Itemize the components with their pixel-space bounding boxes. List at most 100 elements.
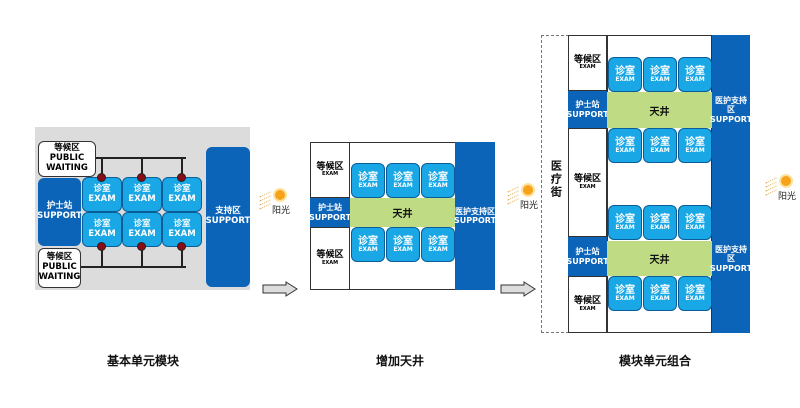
arrow-right-icon [262, 281, 298, 297]
label: 护士站 [575, 247, 600, 257]
label: 支持区 [215, 206, 241, 217]
connector-line [181, 246, 183, 267]
sun-icon [275, 190, 285, 200]
label: 护士站 [575, 100, 600, 110]
label: EXAM [685, 223, 705, 231]
medical-street-label: 医疗街 [545, 160, 565, 199]
caption-add-courtyard: 增加天井 [375, 354, 425, 368]
label: EXAM [88, 228, 116, 239]
label: EXAM [615, 223, 635, 231]
connector-line [141, 158, 143, 178]
label: EXAM [650, 294, 670, 302]
label: 诊室 [615, 284, 635, 296]
label: SUPPORT [308, 212, 352, 222]
label: EXAM [428, 245, 448, 253]
label: 诊室 [358, 171, 378, 183]
label: SUPPORT [709, 263, 753, 273]
label: 阳光 [778, 192, 797, 202]
label: WAITING [38, 271, 81, 282]
label: 天井 [649, 106, 670, 118]
courtyard: 天井 [607, 92, 712, 128]
label: PUBLIC [49, 153, 85, 164]
label: 诊室 [358, 235, 378, 247]
label: 阳光 [520, 201, 539, 211]
label: SUPPORT [566, 256, 609, 266]
connection-node-icon [137, 242, 146, 251]
label: EXAM [650, 223, 670, 231]
caption-basic-module: 基本单元模块 [106, 354, 180, 368]
caption-module-combination: 模块单元组合 [618, 354, 692, 368]
connection-node-icon [177, 242, 186, 251]
label: SUPPORT [205, 216, 251, 226]
label: EXAM [615, 294, 635, 302]
label: 医疗街 [549, 160, 563, 199]
label: 护士站 [318, 203, 342, 213]
label: EXAM [579, 64, 596, 71]
connection-node-icon [97, 173, 106, 182]
label: 诊室 [615, 136, 635, 148]
label: 诊室 [650, 136, 670, 148]
label: SUPPORT [566, 109, 609, 119]
label: 等候区 [316, 161, 344, 172]
label: EXAM [321, 171, 339, 178]
label: 诊室 [650, 65, 670, 77]
label: 等候区 [573, 174, 601, 185]
label: 诊室 [685, 284, 705, 296]
label: EXAM [685, 294, 705, 302]
sunlight-label: 阳光 [778, 189, 796, 202]
connection-node-icon [97, 242, 106, 251]
label: 诊室 [650, 213, 670, 225]
label: EXAM [615, 75, 635, 83]
label: 医护支持区 [715, 245, 747, 264]
connector-line [80, 266, 186, 268]
label: 诊室 [393, 171, 413, 183]
label: EXAM [393, 181, 413, 189]
sunlight-label: 阳光 [272, 203, 290, 216]
label: 等候区 [573, 296, 601, 307]
label: EXAM [168, 228, 196, 239]
label: SUPPORT [37, 211, 82, 221]
label: EXAM [615, 146, 635, 154]
label: 诊室 [173, 184, 191, 195]
label: 医护支持区 [455, 206, 495, 216]
connector-line [181, 158, 183, 178]
arrow-right-icon [500, 281, 536, 297]
connection-node-icon [177, 173, 186, 182]
label: EXAM [428, 181, 448, 189]
label: EXAM [685, 75, 705, 83]
label: EXAM [358, 181, 378, 189]
label: PUBLIC [42, 262, 77, 273]
label: 诊室 [650, 284, 670, 296]
label: EXAM [88, 193, 116, 204]
connector-line [101, 246, 103, 267]
label: 诊室 [133, 219, 151, 230]
label: 阳光 [272, 206, 291, 216]
label: 诊室 [428, 235, 448, 247]
label: EXAM [579, 183, 596, 190]
label: EXAM [685, 146, 705, 154]
label: 诊室 [173, 219, 191, 230]
